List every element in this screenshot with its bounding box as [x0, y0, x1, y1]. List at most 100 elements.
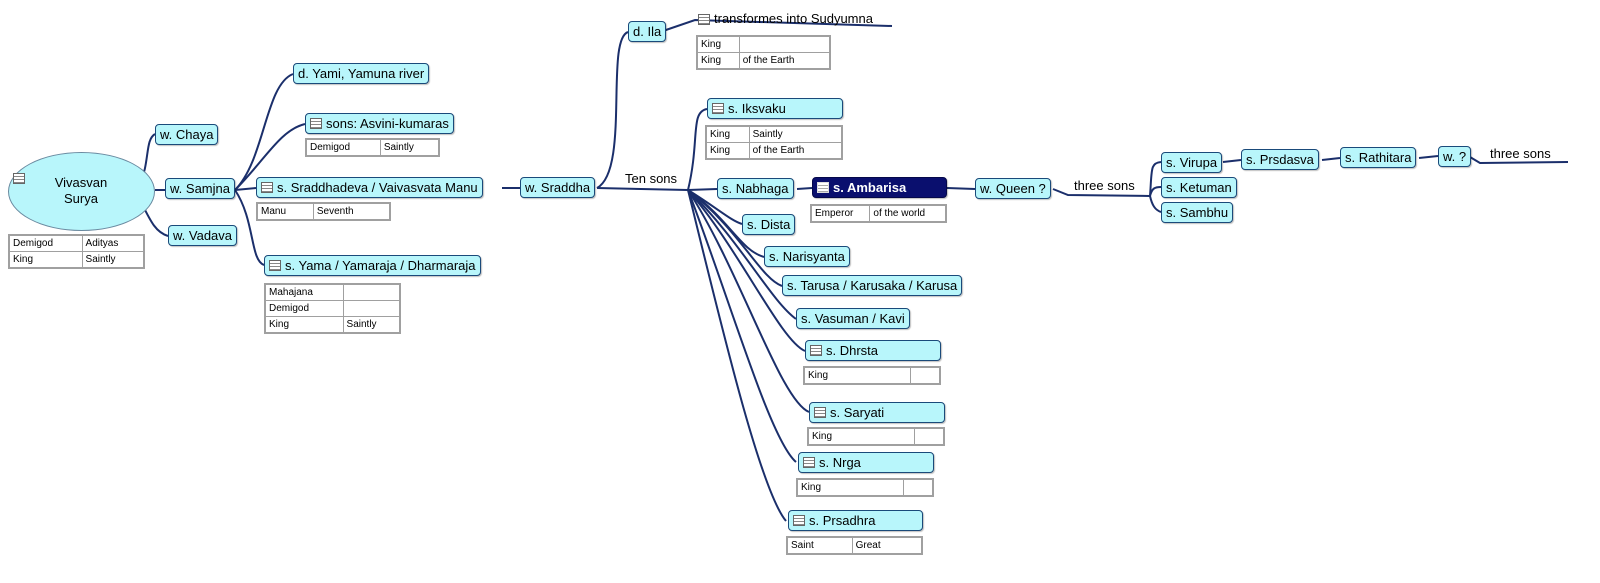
- node-asvini-kumaras[interactable]: sons: Asvini-kumaras: [305, 113, 454, 134]
- node-label: s. Sambhu: [1166, 204, 1229, 220]
- node-yama[interactable]: s. Yama / Yamaraja / Dharmaraja: [264, 255, 481, 276]
- saryati-attributes-table: King: [807, 427, 945, 446]
- node-sraddha[interactable]: w. Sraddha: [520, 177, 596, 198]
- table-icon: [269, 260, 281, 271]
- attr-cell: Saintly: [342, 316, 401, 334]
- node-dista[interactable]: s. Dista: [742, 214, 796, 235]
- node-rathitara[interactable]: s. Rathitara: [1340, 147, 1417, 168]
- node-ketuman[interactable]: s. Ketuman: [1161, 177, 1237, 198]
- attr-cell: Mahajana: [264, 283, 344, 301]
- node-label: s. Nabhaga: [722, 180, 789, 196]
- attr-cell: of the Earth: [738, 52, 831, 70]
- node-label: s. Iksvaku: [728, 100, 786, 116]
- attr-cell: King: [807, 427, 916, 446]
- attr-cell: King: [696, 52, 740, 70]
- attr-cell: of the world: [869, 204, 947, 223]
- node-prsdasva[interactable]: s. Prsdasva: [1241, 149, 1319, 170]
- attr-cell: Demigod: [264, 300, 344, 317]
- attr-cell: [914, 427, 945, 446]
- attr-cell: Great: [851, 536, 923, 555]
- attr-cell: Emperor: [810, 204, 871, 223]
- attr-cell: [910, 366, 941, 385]
- attr-cell: King: [803, 366, 912, 385]
- node-label: w. ?: [1443, 148, 1467, 164]
- node-label: s. Dhrsta: [826, 342, 879, 358]
- node-chaya[interactable]: w. Chaya: [155, 124, 219, 145]
- node-wife-unknown[interactable]: w. ?: [1438, 146, 1472, 167]
- attr-cell: Saintly: [748, 125, 843, 143]
- node-label: s. Yama / Yamaraja / Dharmaraja: [285, 257, 476, 273]
- node-label: s. Narisyanta: [769, 248, 845, 264]
- node-saryati[interactable]: s. Saryati: [809, 402, 945, 423]
- nrga-attributes-table: King: [796, 478, 934, 497]
- node-ambarisa[interactable]: s. Ambarisa: [812, 177, 947, 198]
- table-icon: [698, 13, 710, 25]
- node-label: s. Rathitara: [1345, 149, 1412, 165]
- central-node[interactable]: [8, 152, 155, 231]
- attr-cell: [738, 35, 831, 53]
- node-label: s. Nrga: [819, 454, 861, 470]
- node-queen[interactable]: w. Queen ?: [975, 178, 1051, 199]
- table-icon: [810, 345, 822, 356]
- attr-cell: King: [796, 478, 905, 497]
- node-yami[interactable]: d. Yami, Yamuna river: [293, 63, 430, 84]
- node-iksvaku[interactable]: s. Iksvaku: [707, 98, 843, 119]
- central-name-line2: Surya: [64, 191, 98, 206]
- attr-cell: Demigod: [305, 138, 381, 157]
- attr-cell: King: [8, 251, 83, 269]
- node-label: w. Sraddha: [525, 179, 591, 195]
- attr-cell: Saintly: [379, 138, 440, 157]
- attr-cell: King: [264, 316, 344, 334]
- attr-cell: King: [705, 125, 750, 143]
- node-label: s. Dista: [747, 216, 791, 232]
- table-icon: [803, 457, 815, 468]
- node-label: w. Vadava: [173, 227, 233, 243]
- node-dhrsta[interactable]: s. Dhrsta: [805, 340, 941, 361]
- node-label: s. Vasuman / Kavi: [801, 310, 905, 326]
- table-icon: [310, 118, 322, 129]
- ten-sons-label: Ten sons: [625, 171, 678, 186]
- table-icon: [814, 407, 826, 418]
- node-vasuman[interactable]: s. Vasuman / Kavi: [796, 308, 910, 329]
- node-label: s. Sraddhadeva / Vaivasvata Manu: [277, 179, 478, 195]
- node-label: s. Ketuman: [1166, 179, 1232, 195]
- attr-cell: Seventh: [312, 202, 391, 221]
- attr-cell: [903, 478, 934, 497]
- table-icon: [712, 103, 724, 114]
- node-sudyumna[interactable]: transformes into Sudyumna: [698, 11, 873, 27]
- attr-cell: Manu: [256, 202, 314, 221]
- table-icon: [817, 182, 829, 193]
- node-label: d. Ila: [633, 23, 662, 39]
- attr-cell: of the Earth: [748, 142, 843, 160]
- three-sons-label-2: three sons: [1490, 146, 1551, 161]
- node-vadava[interactable]: w. Vadava: [168, 225, 238, 246]
- node-prsadhra[interactable]: s. Prsadhra: [788, 510, 923, 531]
- central-node-label: Vivasvan Surya: [50, 175, 112, 207]
- node-nabhaga[interactable]: s. Nabhaga: [717, 178, 794, 199]
- attr-cell: Saint: [786, 536, 853, 555]
- node-label: sons: Asvini-kumaras: [326, 115, 449, 131]
- attr-cell: [342, 283, 401, 301]
- attr-cell: Demigod: [8, 234, 83, 252]
- dhrsta-attributes-table: King: [803, 366, 941, 385]
- attr-cell: Adityas: [81, 234, 145, 252]
- node-tarusa[interactable]: s. Tarusa / Karusaka / Karusa: [782, 275, 963, 296]
- node-virupa[interactable]: s. Virupa: [1161, 152, 1223, 173]
- node-label: d. Yami, Yamuna river: [298, 65, 425, 81]
- node-label: w. Chaya: [160, 126, 214, 142]
- attr-cell: King: [696, 35, 740, 53]
- node-sambhu[interactable]: s. Sambhu: [1161, 202, 1234, 223]
- node-vaivasvata-manu[interactable]: s. Sraddhadeva / Vaivasvata Manu: [256, 177, 483, 198]
- node-label: s. Virupa: [1166, 154, 1218, 170]
- node-ila[interactable]: d. Ila: [628, 21, 667, 42]
- node-label: s. Prsdasva: [1246, 151, 1314, 167]
- node-samjna[interactable]: w. Samjna: [165, 178, 235, 199]
- node-narisyanta[interactable]: s. Narisyanta: [764, 246, 850, 267]
- table-icon: [13, 173, 25, 184]
- node-nrga[interactable]: s. Nrga: [798, 452, 934, 473]
